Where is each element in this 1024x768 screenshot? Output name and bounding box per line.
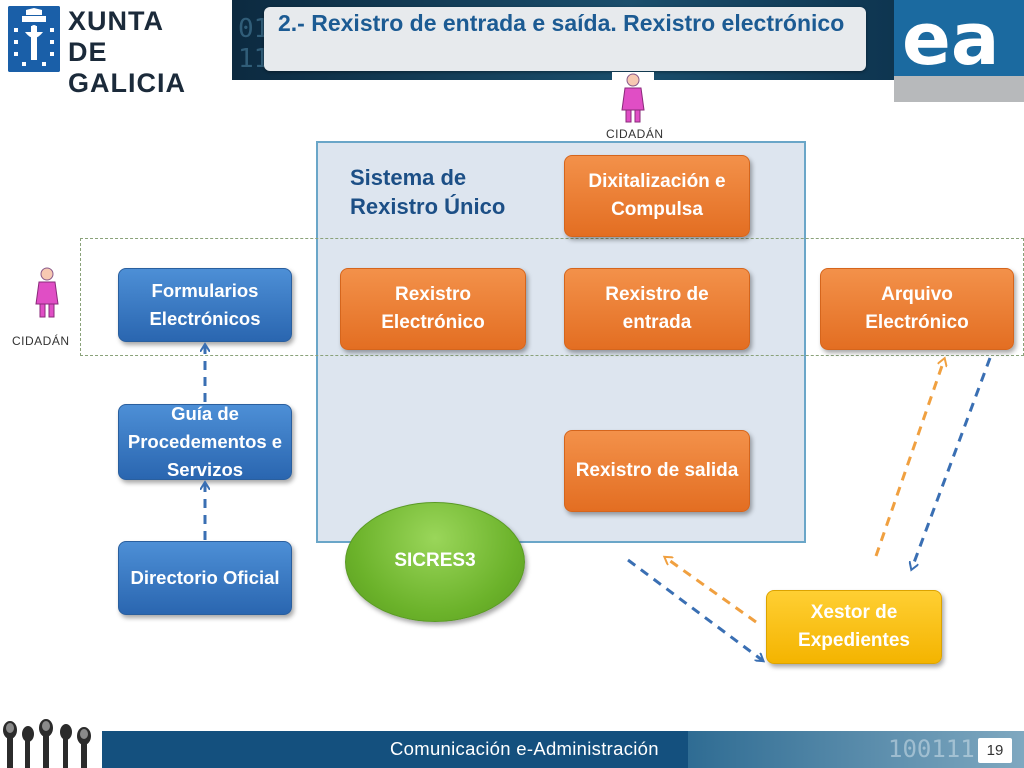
- footer-binary: 100111: [888, 735, 975, 763]
- node-rexistro-entrada: Rexistro de entrada: [564, 268, 750, 350]
- node-rexistro-salida: Rexistro de salida: [564, 430, 750, 512]
- citizen-left-person-icon: [35, 267, 59, 318]
- arrow-xestor-to-sistema: [666, 558, 757, 624]
- node-rexistro-electronico: Rexistro Electrónico: [340, 268, 526, 350]
- ea-logo-text: ea: [902, 4, 999, 74]
- ea-logo-icon: ea: [902, 4, 999, 74]
- ea-panel-base: [894, 76, 1024, 102]
- page-number: 19: [978, 738, 1012, 763]
- title-box: [264, 7, 866, 71]
- node-formularios: Formularios Electrónicos: [118, 268, 292, 342]
- footer-decoration: 100111: [688, 731, 1024, 768]
- microphones-icon: [0, 716, 102, 768]
- xunta-coat-of-arms-icon: [8, 6, 60, 72]
- node-xestor-expedientes: Xestor de Expedientes: [766, 590, 942, 664]
- citizen-left-label: CIDADÁN: [12, 334, 70, 348]
- system-title: Sistema de Rexistro Único: [350, 165, 506, 219]
- footer-text: Comunicación e-Administración: [390, 738, 659, 759]
- brand-line-2: DE GALICIA: [68, 37, 186, 98]
- arrow-arquivo-to-xestor: [912, 357, 992, 568]
- brand-line-1: XUNTA: [68, 6, 164, 36]
- node-arquivo-electronico: Arquivo Electrónico: [820, 268, 1014, 350]
- brand-name: XUNTA DE GALICIA: [68, 6, 228, 99]
- arrow-xestor-to-arquivo: [874, 360, 944, 557]
- node-sicres3: SICRES3: [345, 502, 525, 622]
- node-dixitalizacion: Dixitalización e Compulsa: [564, 155, 750, 237]
- arrow-sistema-to-xestor: [627, 558, 762, 660]
- node-guia: Guía de Procedementos e Servizos: [118, 403, 292, 480]
- node-directorio: Directorio Oficial: [118, 541, 292, 615]
- page-title: 2.- Rexistro de entrada e saída. Rexistr…: [278, 10, 845, 36]
- citizen-top-label: CIDADÁN: [606, 127, 664, 141]
- citizen-top-person-icon: [612, 72, 654, 124]
